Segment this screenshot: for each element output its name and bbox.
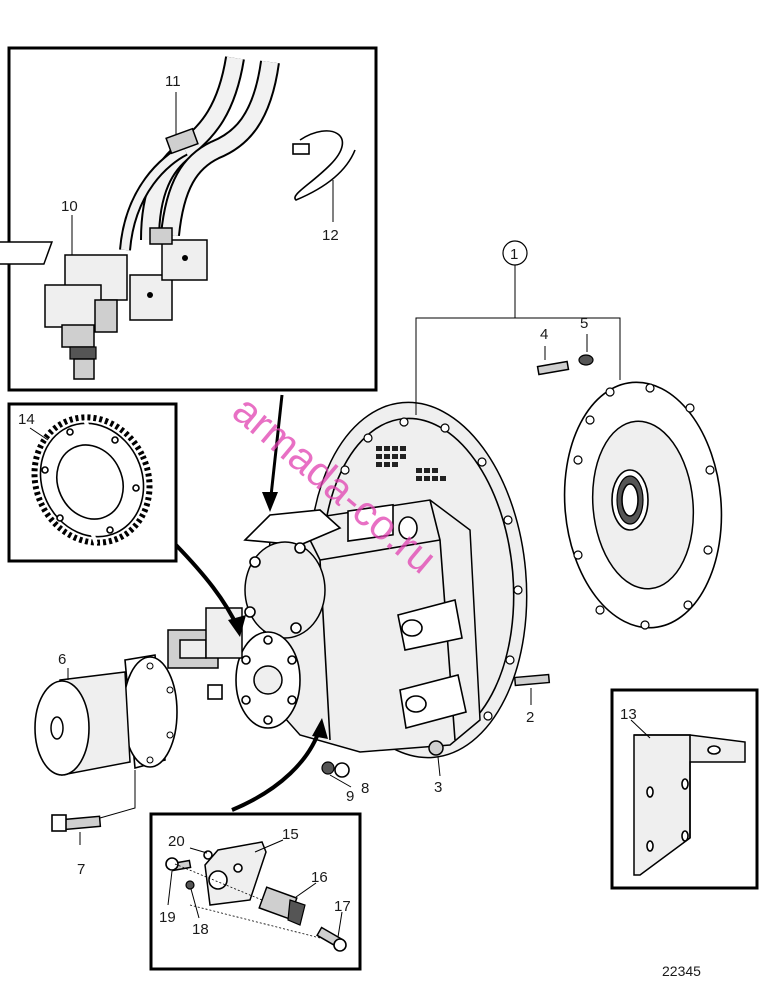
callout-3: 3: [434, 779, 442, 796]
gearbox-assembly: [167, 401, 551, 778]
callout-6: 6: [58, 651, 66, 668]
flex-coupling-plate: [415, 240, 723, 630]
callout-14: 14: [18, 411, 35, 428]
callout-16: 16: [311, 869, 328, 886]
callout-5: 5: [580, 315, 588, 332]
callout-11: 11: [165, 73, 181, 90]
callout-15: 15: [282, 826, 299, 843]
callout-17: 17: [334, 898, 351, 915]
inset-mounting-bracket: [610, 688, 759, 890]
callout-1: 1: [510, 246, 518, 263]
callout-13: 13: [620, 706, 637, 723]
callout-10: 10: [61, 198, 78, 215]
callout-19: 19: [159, 909, 176, 926]
output-coupling: [34, 654, 178, 845]
inset-hoses-valves: [0, 46, 378, 392]
inset-pointer-arrows: [174, 394, 328, 812]
callout-18: 18: [192, 921, 209, 938]
callout-4: 4: [540, 326, 548, 343]
callout-8: 8: [361, 780, 369, 797]
callout-9: 9: [346, 788, 354, 805]
callout-7: 7: [77, 861, 85, 878]
inset-sensor-ring: [7, 402, 178, 563]
inset-sensor-bracket: [149, 812, 362, 971]
callout-20: 20: [168, 833, 185, 850]
callout-12: 12: [322, 227, 339, 244]
figure-number: 22345: [662, 963, 701, 979]
callout-2: 2: [526, 709, 534, 726]
